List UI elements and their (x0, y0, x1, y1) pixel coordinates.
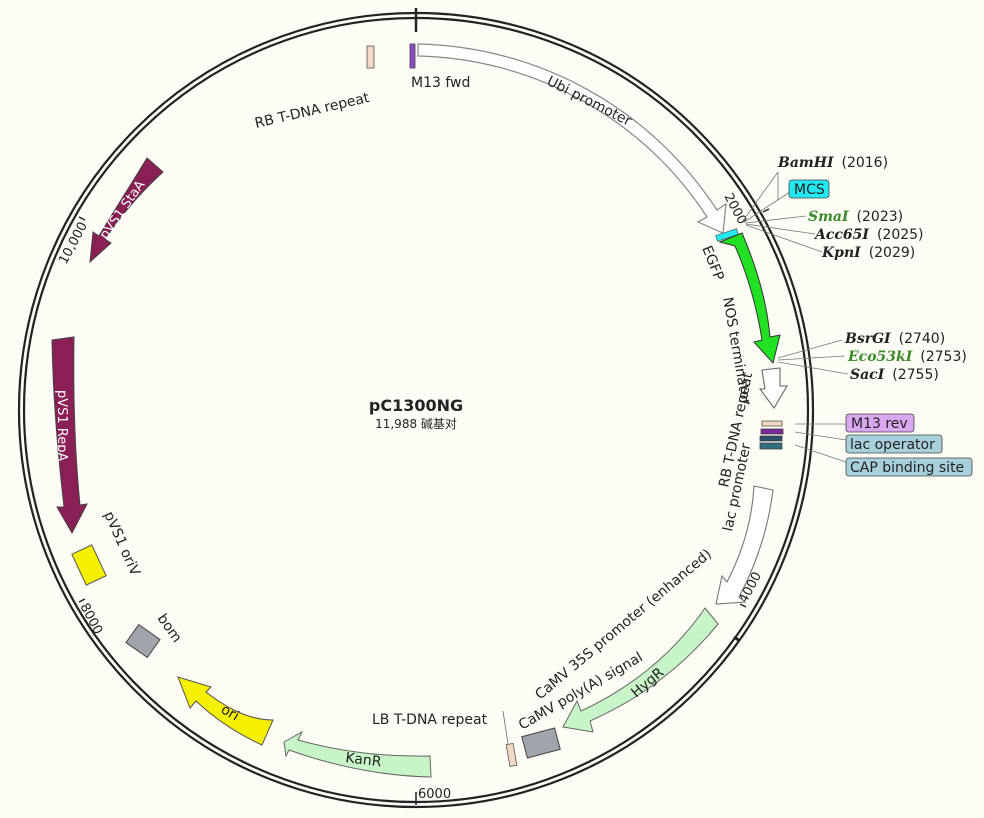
site-bamhi-name[interactable]: BamHI (777, 155, 834, 171)
site-kpni-name[interactable]: KpnI (821, 245, 861, 261)
kanr-arrow[interactable] (283, 730, 432, 778)
site-bamhi-pos: (2016) (842, 155, 889, 171)
site-acc65i-pos: (2025) (877, 227, 924, 243)
site-list-mid: BsrGI (2740) Eco53kI (2753) SacI (2755) (844, 331, 967, 383)
mcs-mark (715, 228, 739, 242)
ubi-promoter-arrow[interactable] (417, 43, 727, 234)
site-leaders-top (741, 171, 823, 253)
cap-binding-box[interactable] (845, 457, 973, 477)
egfp-label: EGFP (698, 244, 726, 284)
mcs-label: MCS (794, 182, 825, 198)
site-smai-pos: (2023) (857, 209, 904, 225)
camv35s-label: CaMV 35S promoter (enhanced) (532, 546, 715, 703)
pvs1-repa-arrow[interactable] (51, 336, 88, 535)
tick-10000-mark (78, 216, 86, 221)
site-kpni-pos: (2029) (869, 245, 916, 261)
site-acc65i-name[interactable]: Acc65I (813, 227, 869, 243)
site-bsrgi-name[interactable]: BsrGI (844, 331, 891, 347)
m13-fwd-label: M13 fwd (411, 75, 470, 91)
svg-text:SmaI(2023): SmaI (2023) (808, 209, 903, 225)
rb-tdna-top-label: RB T-DNA repeat (253, 90, 371, 132)
lac-promoter-arrow[interactable] (715, 485, 774, 605)
kanr-label: KanR (345, 750, 383, 770)
backbone-gap (733, 635, 741, 643)
rb-tdna-inner-mark (761, 420, 783, 427)
site-list-top: BamHI (2016) SmaI (2023) Acc65I (2025) KpnI… (777, 155, 924, 261)
lb-tdna-mark (505, 743, 518, 767)
site-saci-name[interactable]: SacI (850, 367, 885, 383)
site-smai-name[interactable]: SmaI (808, 209, 849, 225)
lac-operator-label: lac operator (850, 437, 935, 453)
lac-operator-mark (759, 435, 783, 442)
ori-label: ori (218, 702, 242, 725)
svg-text:BamHI(2016): BamHI (2016) (777, 155, 888, 171)
m13-rev-mark (760, 428, 784, 435)
lb-tdna-label: LB T-DNA repeat (372, 712, 488, 728)
tick-2000-mark (762, 208, 770, 213)
pvs1-staa-label: pVS1 StaA (97, 178, 148, 242)
pvs1-oriv-mark (71, 544, 107, 586)
lac-operator-box[interactable] (845, 434, 943, 454)
ubi-promoter-label: Ubi promoter (544, 73, 634, 129)
cap-binding-mark (759, 442, 783, 450)
m13-rev-box[interactable] (845, 413, 915, 433)
site-eco53ki-pos: (2753) (920, 349, 967, 365)
tick-4000-mark (739, 603, 747, 608)
egfp-arrow[interactable] (718, 232, 781, 365)
site-leaders-mid (777, 339, 849, 463)
svg-text:Acc65I(2025): Acc65I (2025) (813, 227, 924, 243)
tick-label-6000: 6000 (418, 787, 451, 802)
tick-label-8000: 8000 (76, 601, 105, 637)
site-saci-pos: (2755) (892, 367, 939, 383)
plasmid-length: 11,988 碱基对 (375, 417, 457, 431)
nos-terminator-arrow[interactable] (758, 367, 788, 409)
camv-polya-mark (521, 727, 561, 759)
tick-8000-mark (78, 598, 86, 603)
m13-fwd-mark (409, 43, 416, 69)
hygr-arrow[interactable] (562, 607, 719, 733)
svg-text:BsrGI(2740): BsrGI (2740) (844, 331, 945, 347)
site-bsrgi-pos: (2740) (899, 331, 946, 347)
site-eco53ki-name[interactable]: Eco53kI (847, 349, 913, 365)
svg-text:KpnI(2029): KpnI (2029) (821, 245, 915, 261)
svg-text:SacI(2755): SacI (2755) (850, 367, 939, 383)
lb-tdna-leader (502, 710, 509, 745)
rb-tdna-top-mark (366, 45, 375, 69)
mcs-box[interactable] (788, 179, 830, 199)
pvs1-oriv-label: pVS1 oriV (100, 509, 143, 578)
bom-mark (125, 623, 161, 659)
cap-binding-label: CAP binding site (850, 460, 964, 476)
pvs1-staa-arrow[interactable] (89, 157, 164, 264)
ori-arrow[interactable] (177, 676, 274, 746)
svg-text:Eco53kI(2753): Eco53kI (2753) (847, 349, 967, 365)
pvs1-repa-label: pVS1 RepA (54, 390, 69, 461)
m13-rev-label: M13 rev (851, 416, 908, 432)
plasmid-name: pC1300NG (369, 396, 463, 415)
